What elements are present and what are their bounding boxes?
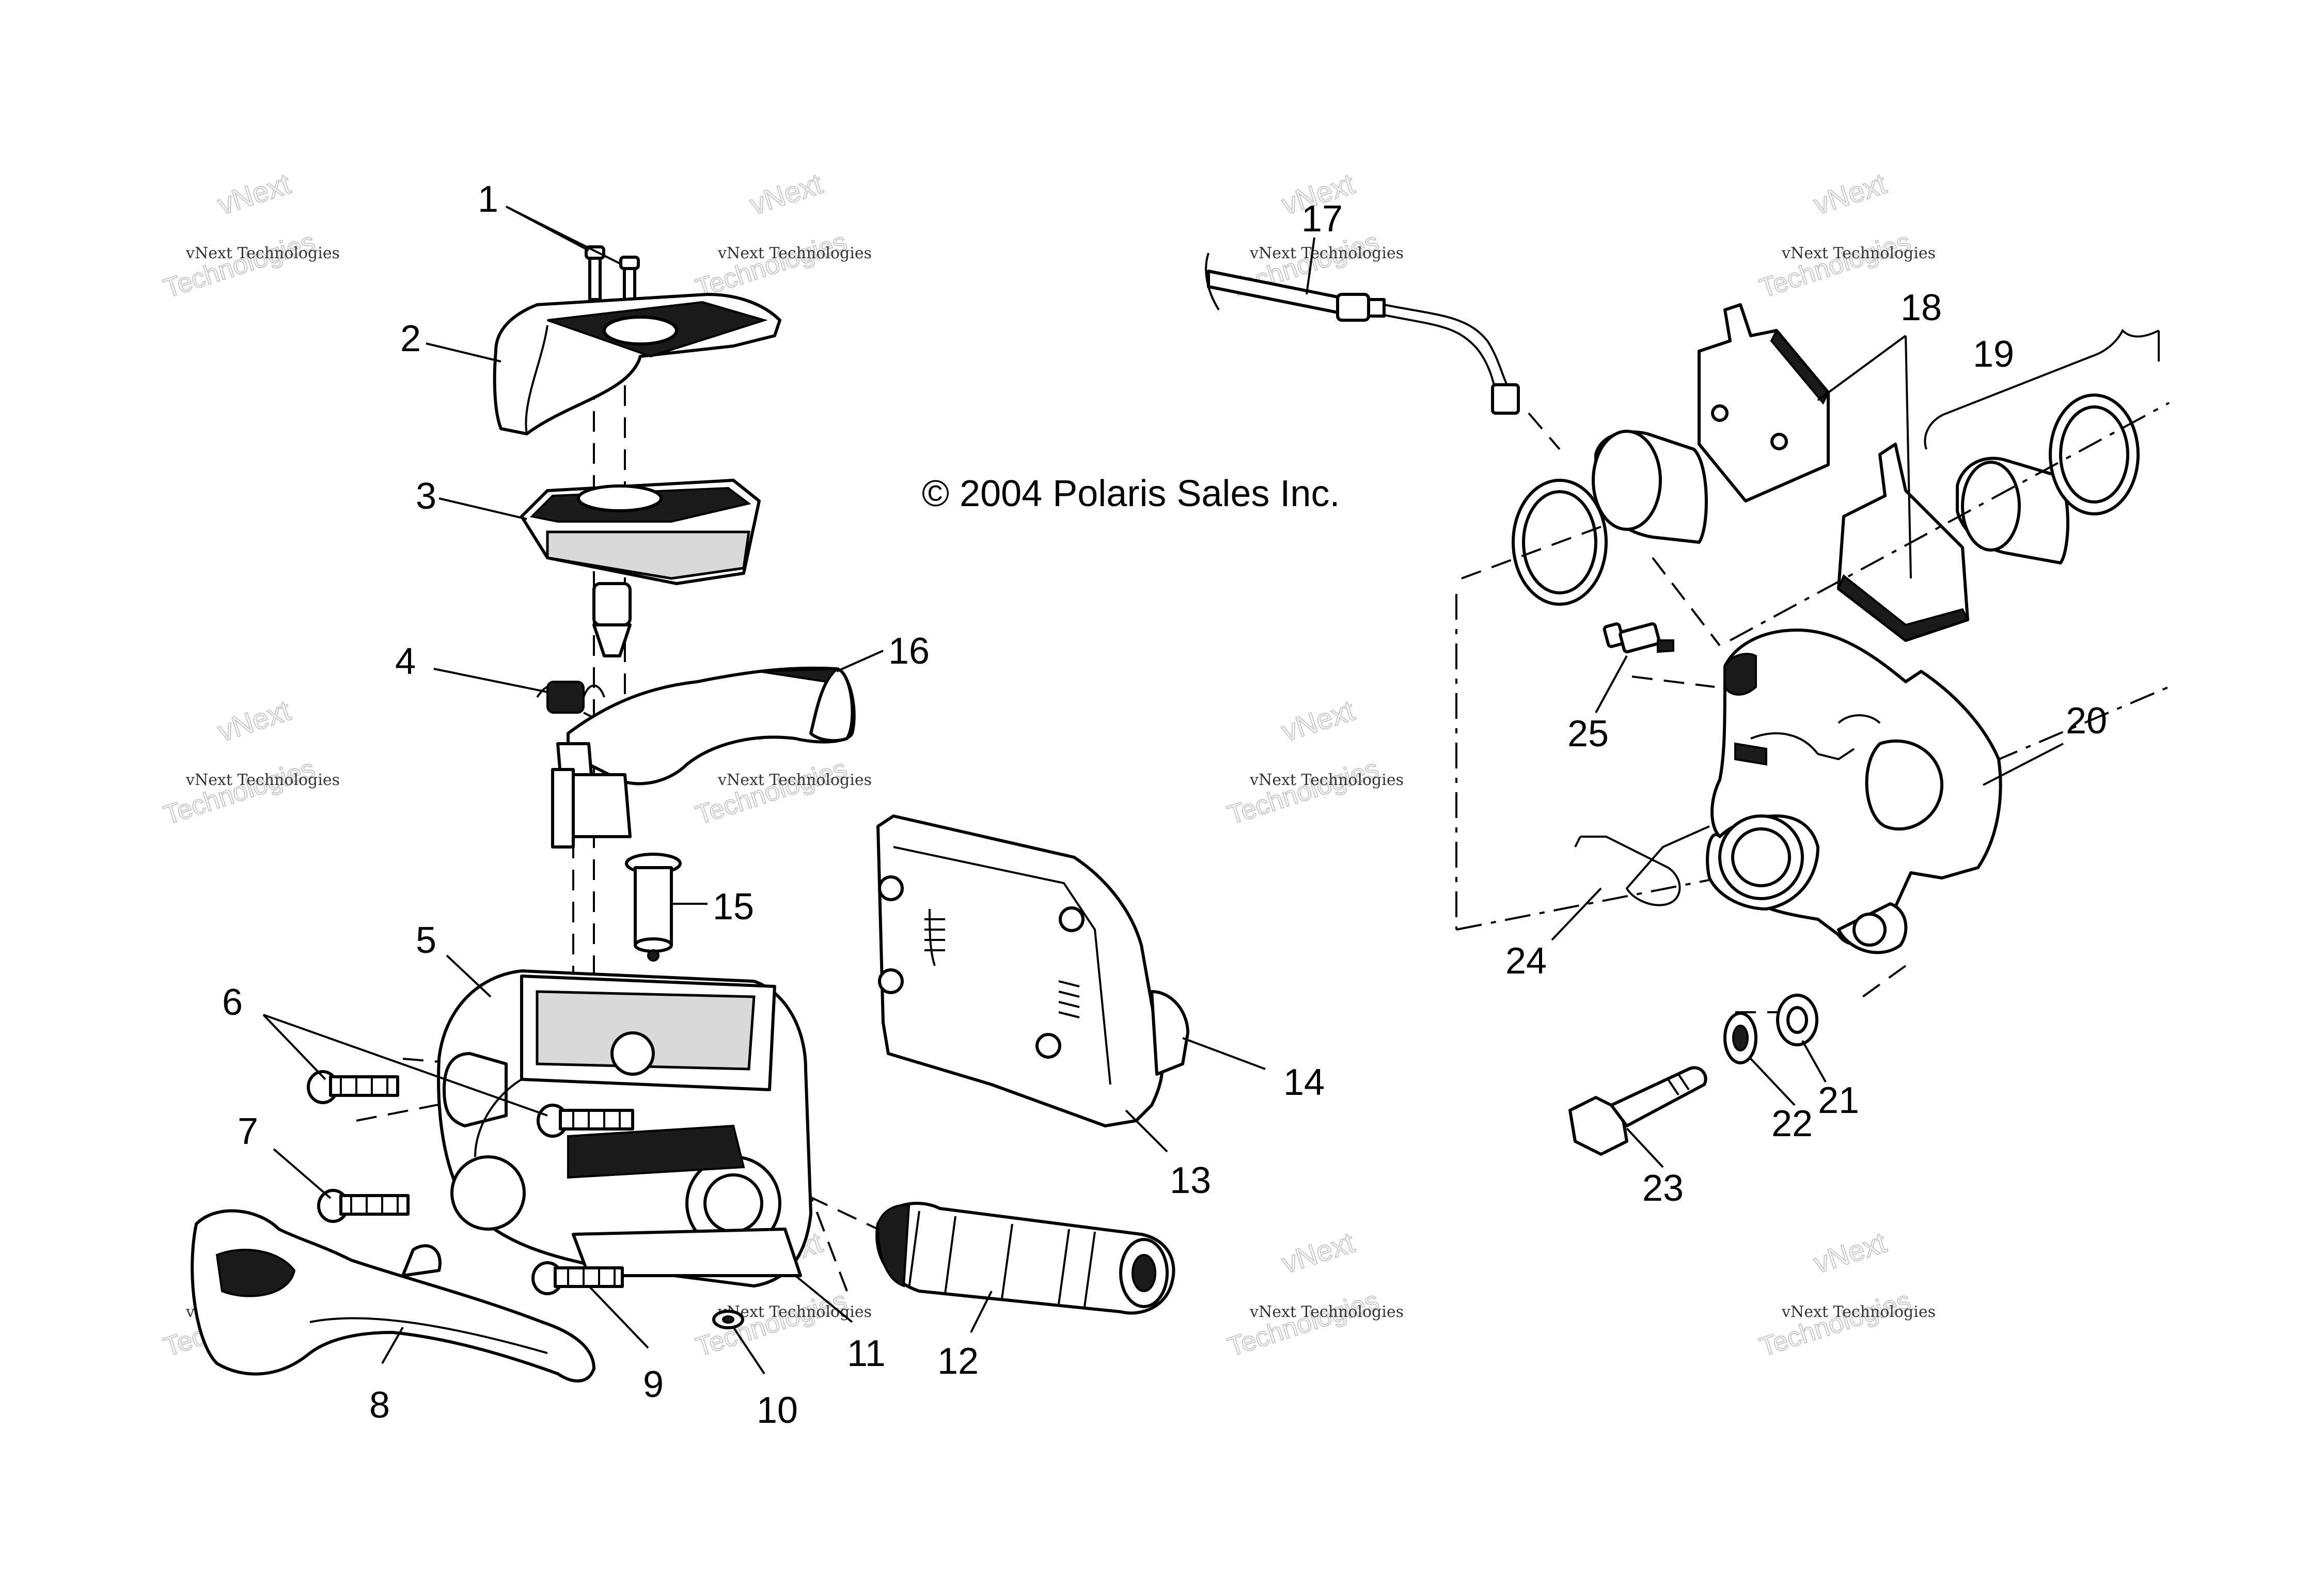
callout-2: 2 [400,318,421,359]
svg-text:Technologies: Technologies [1224,1285,1383,1362]
callout-12: 12 [937,1341,979,1382]
part-7-screw [317,1189,410,1223]
watermark: vNext Technologies vNext Technologies [1755,166,1936,304]
svg-text:Technologies: Technologies [692,227,851,304]
callout-labels: 1 2 3 4 5 6 7 8 9 10 11 12 13 14 15 16 1… [222,179,2107,1431]
part-13-switch-housing [876,814,1189,1127]
part-19-piston [1956,457,2069,564]
part-17-brake-line [1205,253,1520,415]
svg-text:vNext Technologies: vNext Technologies [1249,1303,1404,1321]
leader-lines [262,206,2160,1375]
svg-text:Technologies: Technologies [160,753,319,830]
callout-20: 20 [2066,700,2107,742]
part-10-washer [712,1310,744,1329]
part-16-lever-bracket [551,666,856,849]
callout-25: 25 [1567,713,1609,755]
svg-text:vNext: vNext [1810,1226,1890,1279]
callout-3: 3 [416,476,436,517]
callout-22: 22 [1771,1103,1813,1144]
watermark: vNext Technologies vNext Technologies [160,693,340,831]
svg-text:vNext Technologies: vNext Technologies [717,244,872,262]
callout-7: 7 [238,1111,258,1152]
part-22-lock-washer [1723,1012,1757,1064]
svg-text:vNext Technologies: vNext Technologies [1249,244,1404,262]
part-3-diaphragm [520,479,761,585]
part-12-piston-boot [875,1202,1175,1315]
svg-text:vNext Technologies: vNext Technologies [1781,244,1936,262]
callout-1: 1 [478,179,498,220]
part-18-brake-pad-outer [1698,303,1830,503]
callout-9: 9 [643,1364,664,1405]
svg-text:vNext: vNext [1810,167,1890,221]
callout-19: 19 [1973,334,2014,375]
part-9-screw [531,1261,624,1295]
svg-text:vNext Technologies: vNext Technologies [1249,771,1404,789]
callout-5: 5 [416,920,436,961]
svg-text:vNext: vNext [1278,694,1358,747]
svg-text:vNext Technologies: vNext Technologies [185,244,340,262]
watermark: vNext Technologies vNext Technologies [160,166,340,304]
svg-text:Technologies: Technologies [1224,753,1383,830]
callout-18: 18 [1901,287,1942,328]
callout-10: 10 [757,1390,798,1431]
callout-24: 24 [1505,940,1547,982]
caliper-guide-lines [1455,402,2170,1013]
part-6-screw [537,1104,634,1138]
svg-text:vNext: vNext [1278,1226,1358,1279]
watermark: vNext Technologies vNext Technologies [1223,1225,1404,1363]
part-21-washer [1776,994,1818,1046]
callout-13: 13 [1170,1160,1211,1201]
svg-text:Technologies: Technologies [1756,227,1914,304]
part-15-pivot-pin [625,853,682,962]
part-20-caliper-body [1706,629,2002,954]
svg-text:vNext Technologies: vNext Technologies [185,771,340,789]
callout-11: 11 [847,1333,886,1374]
watermark: vNext Technologies vNext Technologies [1223,693,1404,831]
watermark: vNext Technologies vNext Technologies [692,166,872,304]
callout-21: 21 [1818,1080,1859,1121]
part-25-bleeder-screw [1603,622,1674,654]
part-24-retaining-clip [1574,825,1710,906]
callout-6: 6 [222,982,243,1023]
callout-15: 15 [713,886,754,928]
copyright-notice: © 2004 Polaris Sales Inc. [922,473,1340,514]
svg-text:vNext: vNext [746,167,826,221]
svg-text:Technologies: Technologies [160,227,319,304]
callout-4: 4 [395,641,416,682]
part-8-brake-lever [191,1209,595,1383]
callout-17: 17 [1301,198,1343,240]
svg-text:Technologies: Technologies [692,753,851,830]
svg-text:vNext: vNext [214,167,294,221]
callout-14: 14 [1283,1062,1325,1103]
svg-text:Technologies: Technologies [1756,1285,1914,1362]
part-19-seal [2049,394,2140,515]
callout-23: 23 [1642,1168,1684,1209]
watermark: vNext Technologies vNext Technologies [1755,1225,1936,1363]
part-6-screw [307,1070,399,1104]
part-18-brake-pad-inner [1837,443,1969,642]
svg-text:vNext Technologies: vNext Technologies [1781,1303,1936,1321]
reservoir-float [592,582,632,657]
caliper-piston [1592,430,1708,544]
callout-16: 16 [888,631,930,672]
svg-text:vNext: vNext [214,694,294,747]
svg-text:vNext Technologies: vNext Technologies [717,771,872,789]
callout-8: 8 [369,1385,390,1426]
part-2-reservoir-cover [493,293,781,435]
part-23-bolt [1568,1066,1707,1156]
